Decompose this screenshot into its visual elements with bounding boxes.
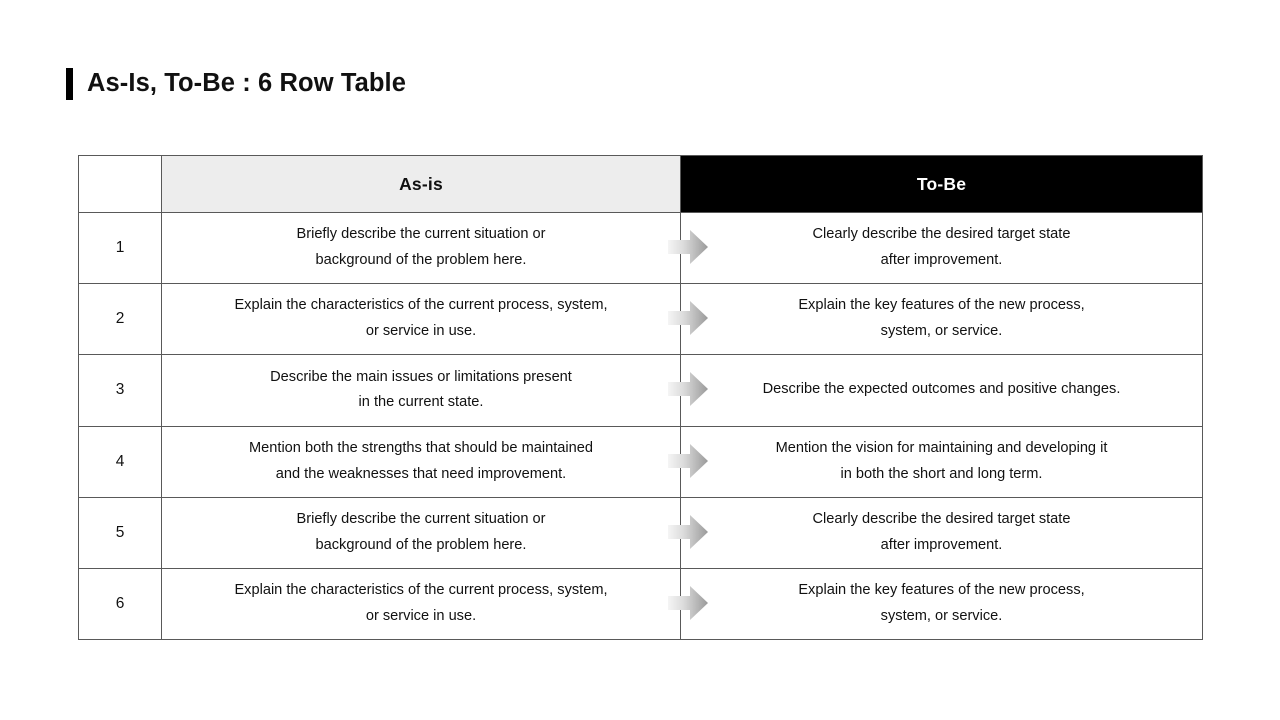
cell-line: background of the problem here. bbox=[315, 252, 527, 269]
cell-line: system, or service. bbox=[880, 608, 1003, 625]
row-number: 4 bbox=[78, 425, 162, 498]
title-accent-bar bbox=[66, 68, 73, 100]
as-is-to-be-table: As-is To-Be 1 Briefly describe the curre… bbox=[78, 155, 1203, 641]
cell-line: Explain the characteristics of the curre… bbox=[234, 297, 608, 314]
cell-line: in both the short and long term. bbox=[840, 465, 1043, 482]
cell-line: Explain the key features of the new proc… bbox=[798, 582, 1085, 599]
cell-line: Briefly describe the current situation o… bbox=[296, 510, 546, 527]
cell-to-be: Explain the key features of the new proc… bbox=[680, 283, 1203, 356]
row-number: 2 bbox=[78, 283, 162, 356]
page-title: As-Is, To-Be : 6 Row Table bbox=[66, 68, 406, 100]
table-row: 1 Briefly describe the current situation… bbox=[78, 211, 1203, 285]
cell-line: system, or service. bbox=[880, 323, 1003, 340]
cell-as-is: Explain the characteristics of the curre… bbox=[161, 283, 681, 356]
cell-line: after improvement. bbox=[880, 536, 1003, 553]
cell-to-be: Describe the expected outcomes and posit… bbox=[680, 354, 1203, 427]
cell-to-be: Explain the key features of the new proc… bbox=[680, 567, 1203, 641]
column-header-index bbox=[78, 155, 162, 213]
column-header-to-be: To-Be bbox=[680, 155, 1203, 213]
cell-line: Clearly describe the desired target stat… bbox=[812, 510, 1071, 527]
cell-line: Explain the characteristics of the curre… bbox=[234, 582, 608, 599]
cell-line: in the current state. bbox=[358, 394, 484, 411]
row-number: 5 bbox=[78, 496, 162, 569]
table-row: 3 Describe the main issues or limitation… bbox=[78, 354, 1203, 427]
cell-line: Describe the expected outcomes and posit… bbox=[762, 381, 1121, 398]
cell-line: Clearly describe the desired target stat… bbox=[812, 226, 1071, 243]
column-header-as-is: As-is bbox=[161, 155, 681, 213]
cell-line: background of the problem here. bbox=[315, 536, 527, 553]
cell-as-is: Describe the main issues or limitations … bbox=[161, 354, 681, 427]
table-header-row: As-is To-Be bbox=[78, 155, 1203, 213]
cell-as-is: Mention both the strengths that should b… bbox=[161, 425, 681, 498]
cell-line: Mention the vision for maintaining and d… bbox=[775, 439, 1108, 456]
table-row: 2 Explain the characteristics of the cur… bbox=[78, 283, 1203, 356]
cell-line: Explain the key features of the new proc… bbox=[798, 297, 1085, 314]
cell-to-be: Mention the vision for maintaining and d… bbox=[680, 425, 1203, 498]
cell-line: or service in use. bbox=[365, 323, 477, 340]
cell-as-is: Explain the characteristics of the curre… bbox=[161, 567, 681, 641]
cell-line: Describe the main issues or limitations … bbox=[270, 368, 572, 385]
cell-to-be: Clearly describe the desired target stat… bbox=[680, 496, 1203, 569]
as-is-to-be-table-container: As-is To-Be 1 Briefly describe the curre… bbox=[78, 155, 1203, 641]
cell-line: and the weaknesses that need improvement… bbox=[275, 465, 567, 482]
cell-line: after improvement. bbox=[880, 252, 1003, 269]
table-row: 6 Explain the characteristics of the cur… bbox=[78, 567, 1203, 641]
cell-line: or service in use. bbox=[365, 608, 477, 625]
cell-as-is: Briefly describe the current situation o… bbox=[161, 211, 681, 285]
row-number: 3 bbox=[78, 354, 162, 427]
cell-to-be: Clearly describe the desired target stat… bbox=[680, 211, 1203, 285]
cell-line: Briefly describe the current situation o… bbox=[296, 226, 546, 243]
table-body: 1 Briefly describe the current situation… bbox=[78, 211, 1203, 641]
table-row: 4 Mention both the strengths that should… bbox=[78, 425, 1203, 498]
cell-as-is: Briefly describe the current situation o… bbox=[161, 496, 681, 569]
table-row: 5 Briefly describe the current situation… bbox=[78, 496, 1203, 569]
cell-line: Mention both the strengths that should b… bbox=[249, 439, 593, 456]
row-number: 6 bbox=[78, 567, 162, 641]
row-number: 1 bbox=[78, 211, 162, 285]
page-title-text: As-Is, To-Be : 6 Row Table bbox=[87, 69, 407, 98]
table-header: As-is To-Be bbox=[78, 155, 1203, 213]
